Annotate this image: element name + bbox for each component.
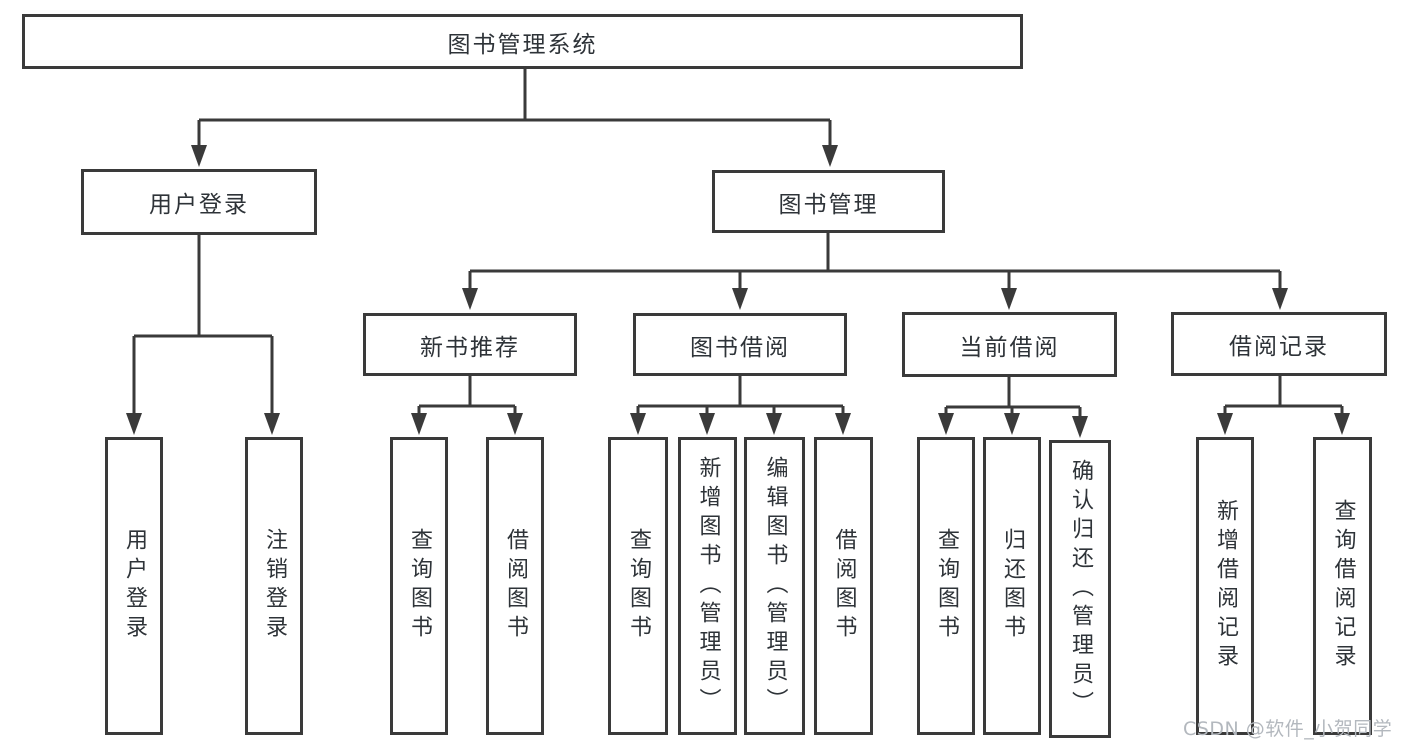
- node-book-management: 图书管理: [712, 170, 945, 233]
- leaf-borrow-books-recommend-label: 借阅图书: [503, 528, 528, 644]
- node-borrow-records-label: 借阅记录: [1229, 334, 1329, 360]
- leaf-logout: 注销登录: [245, 437, 303, 735]
- leaf-logout-label: 注销登录: [262, 528, 287, 644]
- leaf-edit-books-admin: 编辑图书（管理员）: [744, 437, 805, 735]
- leaf-borrow-books-borrowing: 借阅图书: [814, 437, 873, 735]
- node-book-borrowing-label: 图书借阅: [690, 334, 790, 361]
- leaf-query-borrow-record: 查询借阅记录: [1313, 437, 1372, 735]
- leaf-query-borrow-record-label: 查询借阅记录: [1330, 499, 1356, 673]
- leaf-borrow-books-recommend: 借阅图书: [486, 437, 544, 735]
- node-user-login-branch-label: 用户登录: [149, 192, 249, 218]
- leaf-add-borrow-record: 新增借阅记录: [1196, 437, 1254, 735]
- connector-trunks: [132, 69, 1344, 420]
- leaf-confirm-return-admin: 确认归还（管理员）: [1049, 440, 1111, 738]
- node-book-borrowing: 图书借阅: [633, 313, 847, 376]
- arrow-heads: [126, 145, 1350, 438]
- node-library-system: 图书管理系统: [22, 14, 1023, 69]
- node-current-borrowing-label: 当前借阅: [959, 334, 1060, 361]
- leaf-query-books-current-label: 查询图书: [934, 528, 959, 644]
- leaf-query-books-borrowing-label: 查询图书: [626, 528, 651, 644]
- leaf-return-books: 归还图书: [983, 437, 1041, 735]
- node-user-login-branch: 用户登录: [81, 169, 317, 235]
- leaf-query-books-current: 查询图书: [917, 437, 975, 735]
- node-library-system-label: 图书管理系统: [447, 31, 598, 58]
- leaf-user-login-label: 用户登录: [122, 528, 147, 644]
- node-current-borrowing: 当前借阅: [902, 312, 1117, 377]
- leaf-add-books-admin-label: 新增图书（管理员）: [695, 455, 721, 717]
- node-new-book-recommend: 新书推荐: [363, 313, 577, 376]
- leaf-borrow-books-borrowing-label: 借阅图书: [831, 528, 857, 644]
- leaf-confirm-return-admin-label: 确认归还（管理员）: [1068, 458, 1093, 720]
- node-book-management-label: 图书管理: [778, 191, 879, 218]
- leaf-user-login: 用户登录: [105, 437, 163, 735]
- csdn-watermark: CSDN @软件_小贺同学: [1183, 718, 1393, 740]
- node-borrow-records: 借阅记录: [1171, 312, 1387, 376]
- leaf-edit-books-admin-label: 编辑图书（管理员）: [762, 455, 788, 717]
- node-new-book-recommend-label: 新书推荐: [420, 334, 520, 361]
- leaf-query-books-recommend: 查询图书: [390, 437, 448, 735]
- leaf-return-books-label: 归还图书: [1000, 528, 1025, 644]
- leaf-query-books-recommend-label: 查询图书: [407, 528, 432, 644]
- leaf-add-borrow-record-label: 新增借阅记录: [1213, 499, 1238, 673]
- leaf-query-books-borrowing: 查询图书: [608, 437, 668, 735]
- leaf-add-books-admin: 新增图书（管理员）: [678, 437, 737, 735]
